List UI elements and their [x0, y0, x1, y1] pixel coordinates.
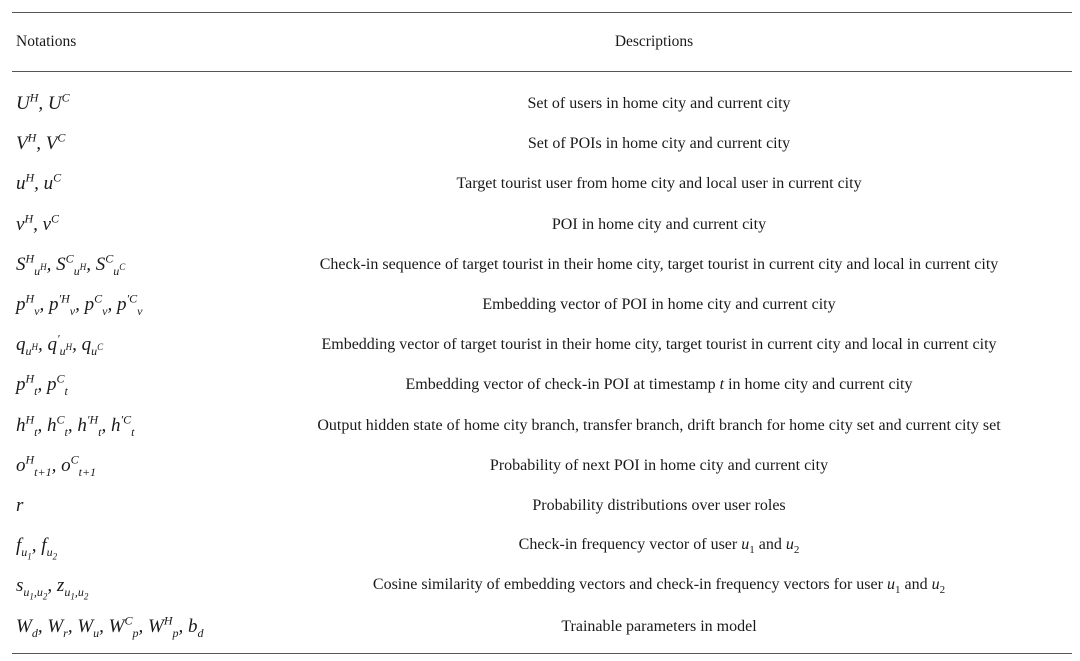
description-cell: Probability distributions over user role…	[532, 496, 786, 514]
header-rule	[12, 71, 1072, 72]
table-row: hHt, hCt, h′Ht, h′Ct Output hidden state…	[12, 406, 1072, 446]
description-cell: Embedding vector of target tourist in th…	[321, 336, 997, 354]
table-row: VH, VC Set of POIs in home city and curr…	[12, 124, 1072, 164]
table-row: pHv, p′Hv, pCv, p′Cv Embedding vector of…	[12, 285, 1072, 325]
table-row: vH, vC POI in home city and current city	[12, 205, 1072, 245]
description-cell: Output hidden state of home city branch,…	[317, 416, 1001, 434]
notation-cell: uH, uC	[16, 171, 62, 195]
description-cell: Probability of next POI in home city and…	[489, 456, 829, 474]
description-cell: Target tourist user from home city and l…	[456, 175, 862, 193]
description-cell: Embedding vector of POI in home city and…	[482, 296, 836, 314]
notation-cell: r	[16, 494, 24, 516]
notation-table: Notations Descriptions UH, UC Set of use…	[12, 12, 1072, 654]
description-cell: Cosine similarity of embedding vectors a…	[372, 576, 946, 597]
notation-cell: vH, vC	[16, 211, 60, 235]
description-cell: Embedding vector of check-in POI at time…	[405, 376, 913, 394]
header-notations: Notations	[16, 33, 77, 50]
notation-cell: pHt, pCt	[16, 372, 68, 399]
notation-cell: VH, VC	[16, 130, 66, 155]
top-rule	[12, 12, 1072, 13]
notation-cell: hHt, hCt, h′Ht, h′Ct	[16, 412, 135, 439]
table-row: su1,u2, zu1,u2 Cosine similarity of embe…	[12, 566, 1072, 606]
notation-cell: UH, UC	[16, 90, 70, 115]
table-row: Wd, Wr, Wu, WCp, WHp, bd Trainable param…	[12, 606, 1072, 646]
notation-cell: SHuH, SCuH, SCuC	[16, 251, 126, 278]
table-row: quH, q′uH, quC Embedding vector of targe…	[12, 325, 1072, 365]
description-cell: POI in home city and current city	[551, 215, 767, 233]
table-row: pHt, pCt Embedding vector of check-in PO…	[12, 365, 1072, 405]
notation-cell: su1,u2, zu1,u2	[16, 575, 89, 602]
bottom-rule	[12, 652, 1072, 654]
notation-cell: Wd, Wr, Wu, WCp, WHp, bd	[16, 613, 204, 640]
notation-cell: pHv, p′Hv, pCv, p′Cv	[16, 291, 143, 318]
description-cell: Set of POIs in home city and current cit…	[527, 135, 791, 153]
description-cell: Trainable parameters in model	[561, 617, 757, 635]
description-cell: Check-in frequency vector of user u1 and…	[518, 536, 800, 557]
header-descriptions: Descriptions	[614, 33, 694, 50]
table-row: SHuH, SCuH, SCuC Check-in sequence of ta…	[12, 245, 1072, 285]
table-row: fu1, fu2 Check-in frequency vector of us…	[12, 526, 1072, 566]
notation-cell: quH, q′uH, quC	[16, 331, 104, 359]
notation-cell: oHt+1, oCt+1	[16, 452, 97, 479]
description-cell: Check-in sequence of target tourist in t…	[319, 255, 999, 273]
table-header: Notations Descriptions	[12, 13, 1072, 71]
table-body: UH, UC Set of users in home city and cur…	[12, 72, 1072, 647]
notation-cell: fu1, fu2	[16, 535, 58, 562]
description-cell: Set of users in home city and current ci…	[527, 95, 791, 113]
table-row: uH, uC Target tourist user from home cit…	[12, 164, 1072, 204]
table-row: r Probability distributions over user ro…	[12, 486, 1072, 526]
table-row: oHt+1, oCt+1 Probability of next POI in …	[12, 446, 1072, 486]
table-row: UH, UC Set of users in home city and cur…	[12, 84, 1072, 124]
